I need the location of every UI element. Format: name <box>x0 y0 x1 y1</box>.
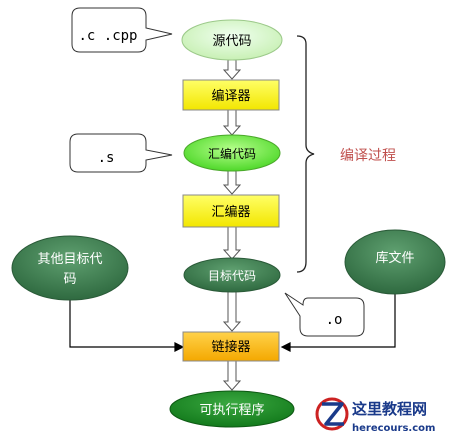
arrow-source-to-compiler <box>222 59 242 80</box>
node-other-object-code: 其他目标代 码 <box>11 235 129 301</box>
node-assembler: 汇编器 <box>182 194 280 228</box>
other-object-label-line1: 其他目标代 <box>37 252 102 267</box>
logo-circle-icon <box>315 397 349 431</box>
connector-other-to-linker <box>69 294 180 348</box>
callout-obj-text: .o <box>326 312 343 328</box>
callout-source-bubble <box>71 7 173 53</box>
arrow-linker-to-executable <box>222 360 242 391</box>
source-code-ellipse <box>181 19 283 61</box>
compiler-label: 编译器 <box>211 89 250 104</box>
arrow-asm-to-assembler <box>222 170 242 195</box>
linker-connectors <box>69 294 396 352</box>
watermark-title: 这里教程网 <box>352 400 427 418</box>
callout-asm-text: .s <box>98 150 115 166</box>
callout-obj-bubble <box>284 292 365 337</box>
callout-asm-bubble <box>69 133 173 173</box>
assembler-box <box>182 194 280 228</box>
object-code-ellipse <box>183 257 281 293</box>
node-executable: 可执行程序 <box>169 390 295 428</box>
other-object-label-line2: 码 <box>63 272 76 287</box>
callout-asm-ext: .s <box>69 133 173 173</box>
executable-ellipse <box>169 390 295 428</box>
arrow-object-to-linker <box>222 289 242 332</box>
callout-obj-ext: .o <box>284 292 365 337</box>
library-ellipse <box>344 229 446 295</box>
node-assembly-code: 汇编代码 <box>183 134 281 172</box>
compile-process-brace <box>296 35 315 273</box>
callout-source-ext: .c .cpp <box>71 7 173 53</box>
executable-label: 可执行程序 <box>199 403 264 418</box>
node-compiler: 编译器 <box>182 79 280 111</box>
node-object-code: 目标代码 <box>183 257 281 293</box>
assembly-code-label: 汇编代码 <box>208 146 256 161</box>
node-source-code: 源代码 <box>181 19 283 61</box>
watermark-logo: 这里教程网 herecours.com <box>315 397 435 434</box>
assembler-label: 汇编器 <box>211 205 250 220</box>
other-object-ellipse <box>11 235 129 301</box>
watermark-url: herecours.com <box>352 423 435 434</box>
arrow-compiler-to-asm <box>222 109 242 136</box>
linker-label: 链接器 <box>211 339 250 355</box>
compile-process-label: 编译过程 <box>340 148 396 164</box>
connector-other-arrowhead <box>174 342 185 352</box>
linker-box <box>182 331 280 362</box>
library-label: 库文件 <box>375 250 414 266</box>
source-code-label: 源代码 <box>212 34 251 49</box>
compiler-box <box>182 79 280 111</box>
node-library: 库文件 <box>344 229 446 295</box>
connector-library-to-linker <box>286 294 396 348</box>
callout-source-text: .c .cpp <box>78 28 137 44</box>
node-linker: 链接器 <box>182 331 280 362</box>
assembly-code-ellipse <box>183 134 281 172</box>
object-code-label: 目标代码 <box>208 269 256 283</box>
connector-library-arrowhead <box>280 342 291 352</box>
arrow-assembler-to-object <box>222 226 242 260</box>
logo-z-icon <box>322 402 344 426</box>
flow-arrows <box>222 59 242 391</box>
